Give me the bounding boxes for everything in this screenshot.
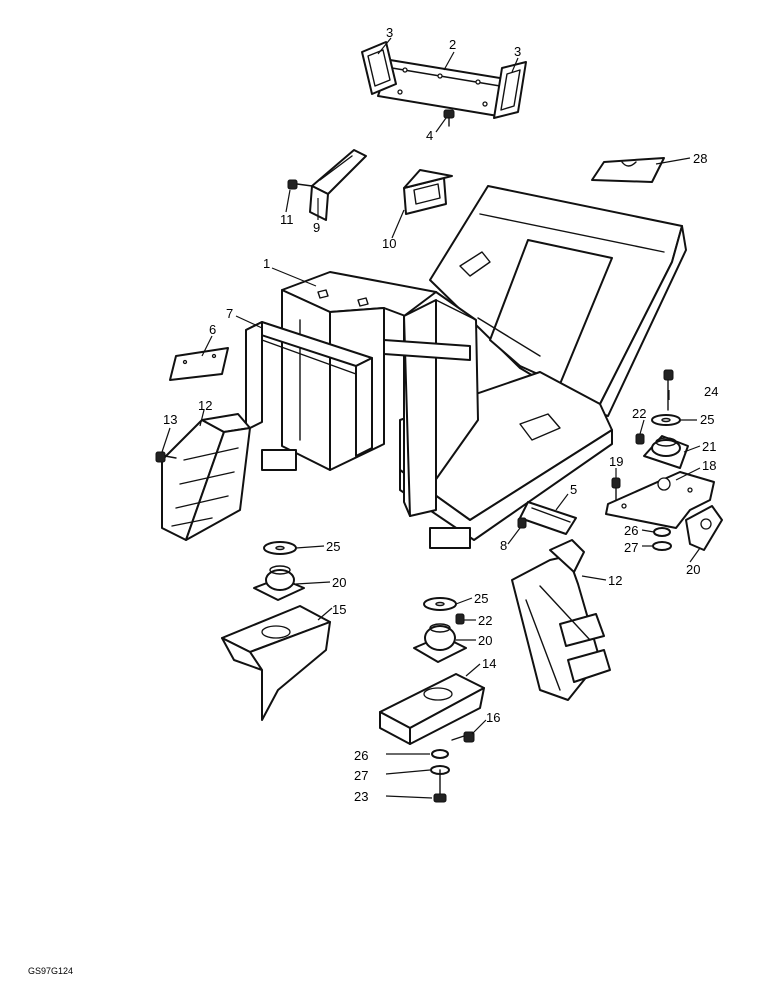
callout-13: 13 bbox=[163, 412, 177, 427]
callout-21: 21 bbox=[702, 439, 716, 454]
callout-23: 23 bbox=[354, 789, 368, 804]
callout-8: 7 bbox=[226, 306, 233, 321]
bolt-part-16 bbox=[451, 731, 475, 743]
callout-22-center: 22 bbox=[478, 613, 492, 628]
bracket-part-10 bbox=[403, 169, 453, 215]
callout-26-center: 26 bbox=[354, 748, 368, 763]
plate-part-2 bbox=[377, 59, 513, 117]
bolt-part-6 bbox=[517, 517, 527, 529]
callout-labels: 3 2 3 4 28 11 9 10 1 7 6 12 13 24 22 25 … bbox=[163, 25, 718, 804]
drawing-reference-code: GS97G124 bbox=[28, 966, 73, 976]
rubber-block-part-3-right bbox=[493, 61, 527, 119]
washer-part-26-center bbox=[431, 749, 449, 759]
callout-17: 18 bbox=[702, 458, 716, 473]
callout-14: 14 bbox=[482, 656, 496, 671]
bracket-part-15 bbox=[221, 605, 331, 721]
rubber-block-part-3-left bbox=[361, 41, 397, 95]
callout-12-left: 12 bbox=[198, 398, 212, 413]
washer-part-25-left bbox=[263, 541, 297, 555]
washer-part-27-right bbox=[652, 541, 672, 551]
callout-27-right: 27 bbox=[624, 540, 638, 555]
callout-24: 24 bbox=[704, 384, 718, 399]
callout-25-right: 25 bbox=[700, 412, 714, 427]
bolt-part-18 bbox=[611, 477, 621, 501]
bolt-part-22-center bbox=[455, 613, 465, 625]
plate-part-5 bbox=[519, 501, 577, 535]
callout-22-right: 22 bbox=[632, 406, 646, 421]
bracket-part-19 bbox=[685, 505, 723, 551]
callout-28: 28 bbox=[693, 151, 707, 166]
callout-2: 2 bbox=[449, 37, 456, 52]
callout-15: 15 bbox=[332, 602, 346, 617]
callout-5: 5 bbox=[570, 482, 577, 497]
rubber-mount-part-20-left bbox=[253, 565, 305, 601]
callout-26-right: 26 bbox=[624, 523, 638, 538]
washer-part-26-right bbox=[653, 527, 671, 537]
callout-27-center: 27 bbox=[354, 768, 368, 783]
bracket-part-17 bbox=[605, 471, 715, 529]
plate-part-28 bbox=[591, 157, 665, 183]
callout-19: 20 bbox=[686, 562, 700, 577]
leader-lines bbox=[161, 37, 701, 799]
callout-11: 11 bbox=[280, 212, 294, 227]
callout-9: 9 bbox=[313, 220, 320, 235]
callout-6: 8 bbox=[500, 538, 507, 553]
bolt-part-22-right bbox=[635, 433, 645, 445]
callout-20-left: 20 bbox=[332, 575, 346, 590]
callout-3-left: 3 bbox=[386, 25, 393, 40]
callout-4: 4 bbox=[426, 128, 433, 143]
bolt-part-24 bbox=[663, 369, 674, 411]
rubber-mount-part-21 bbox=[643, 435, 689, 469]
bolt-part-4 bbox=[443, 109, 455, 127]
u-channel-part-8 bbox=[245, 321, 373, 457]
callout-25-left: 25 bbox=[326, 539, 340, 554]
callout-3-right: 3 bbox=[514, 44, 521, 59]
callout-1: 1 bbox=[263, 256, 270, 271]
washer-part-25-center bbox=[423, 597, 457, 611]
callout-25-center: 25 bbox=[474, 591, 488, 606]
callout-20-center: 20 bbox=[478, 633, 492, 648]
washer-part-25-right bbox=[651, 414, 681, 426]
bolt-part-23 bbox=[433, 769, 447, 803]
callout-7: 6 bbox=[209, 322, 216, 337]
bracket-part-9 bbox=[309, 149, 367, 221]
callout-12-right: 12 bbox=[608, 573, 622, 588]
plate-part-7 bbox=[169, 347, 229, 381]
rubber-mount-part-20-center bbox=[413, 623, 467, 663]
main-frame-part-1 bbox=[261, 185, 687, 549]
step-ladder-part-12-left bbox=[161, 413, 251, 541]
callout-18: 19 bbox=[609, 454, 623, 469]
bolt-part-13 bbox=[155, 451, 177, 463]
step-ladder-part-12-right bbox=[511, 539, 611, 701]
callout-10: 10 bbox=[382, 236, 396, 251]
callout-16: 16 bbox=[486, 710, 500, 725]
bracket-part-14 bbox=[379, 673, 485, 745]
bolt-part-11 bbox=[287, 179, 313, 190]
